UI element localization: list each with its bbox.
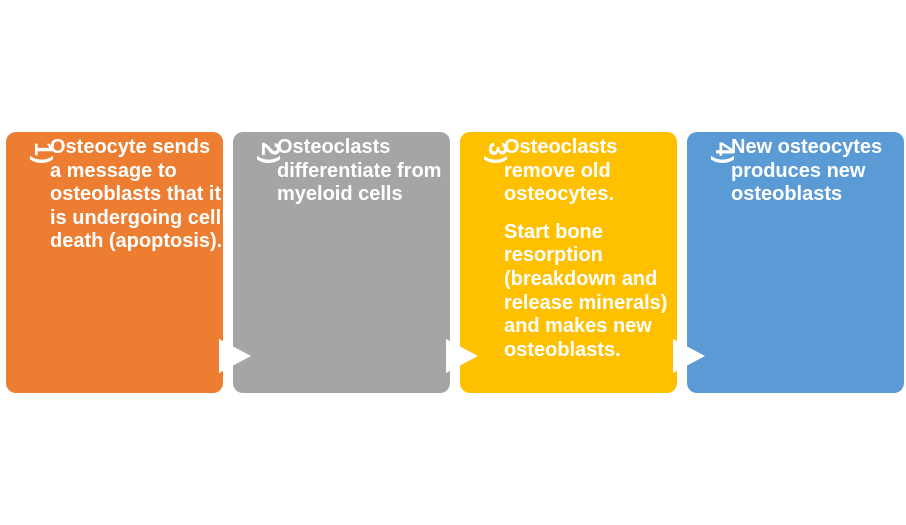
- step-3-line-2: Start bone resorption (breakdown and rel…: [504, 220, 668, 361]
- step-1-text: Osteocyte sends a message to osteoblasts…: [50, 136, 223, 268]
- step-2-text: Osteoclasts differentiate from myeloid c…: [277, 136, 444, 221]
- step-2-box: 2) Osteoclasts differentiate from myeloi…: [233, 132, 450, 393]
- step-1-line-1: Osteocyte sends a message to osteoblasts…: [50, 136, 223, 253]
- step-3-box: 3) Osteoclasts remove old osteocytes. St…: [460, 132, 677, 393]
- step-4-text: New osteocytes produces new osteoblasts: [731, 136, 898, 221]
- step-3-line-1: Osteoclasts remove old osteocytes.: [504, 136, 618, 206]
- step-2-line-1: Osteoclasts differentiate from myeloid c…: [277, 136, 442, 206]
- step-4-line-1: New osteocytes produces new osteoblasts: [731, 136, 883, 206]
- arrow-2-to-3-icon: [446, 339, 478, 373]
- arrow-1-to-2-icon: [219, 339, 251, 373]
- step-1-box: 1) Osteocyte sends a message to osteobla…: [6, 132, 223, 393]
- step-3-text: Osteoclasts remove old osteocytes. Start…: [504, 136, 671, 376]
- arrow-3-to-4-icon: [673, 339, 705, 373]
- step-4-box: 4) New osteocytes produces new osteoblas…: [687, 132, 904, 393]
